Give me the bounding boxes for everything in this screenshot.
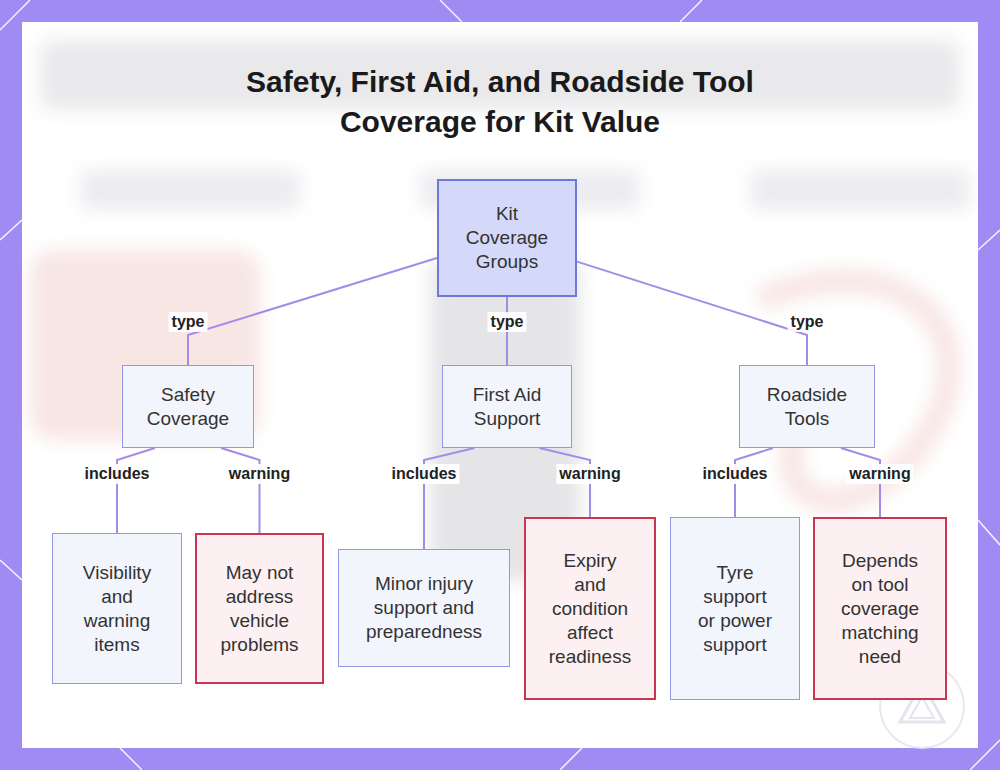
node-text: May not address vehicle problems (210, 561, 310, 657)
diagram-title: Safety, First Aid, and Roadside Tool Cov… (220, 62, 780, 142)
edge-label: type (788, 312, 827, 332)
warning-box: Expiry and condition affect readiness (524, 517, 656, 700)
category-box: Safety Coverage (122, 365, 254, 448)
connector-line (117, 448, 155, 533)
connector-line (577, 262, 807, 365)
edge-label: includes (82, 464, 153, 484)
node-text: Kit Coverage Groups (457, 202, 557, 274)
node-text: Minor injury support and preparedness (354, 572, 494, 644)
edge-label: type (488, 312, 527, 332)
edge-label: warning (556, 464, 623, 484)
node-text: Visibility and warning items (69, 561, 165, 657)
connector-line (221, 448, 260, 533)
warning-box: Depends on tool coverage matching need (813, 517, 947, 700)
node-text: Expiry and condition affect readiness (547, 549, 633, 669)
category-box: Minor injury support and preparedness (338, 549, 510, 667)
node-text: First Aid Support (452, 383, 562, 431)
warning-box: May not address vehicle problems (195, 533, 324, 684)
category-box: Tyre support or power support (670, 517, 800, 700)
root-box: Kit Coverage Groups (437, 179, 577, 297)
category-box: Visibility and warning items (52, 533, 182, 684)
node-text: Safety Coverage (132, 383, 244, 431)
node-text: Roadside Tools (752, 383, 862, 431)
connector-line (188, 258, 437, 365)
node-text: Depends on tool coverage matching need (832, 549, 928, 669)
edge-label: warning (226, 464, 293, 484)
category-box: First Aid Support (442, 365, 572, 448)
edge-label: type (169, 312, 208, 332)
edge-label: warning (846, 464, 913, 484)
edge-label: includes (700, 464, 771, 484)
category-box: Roadside Tools (739, 365, 875, 448)
node-text: Tyre support or power support (695, 561, 775, 657)
edge-label: includes (389, 464, 460, 484)
